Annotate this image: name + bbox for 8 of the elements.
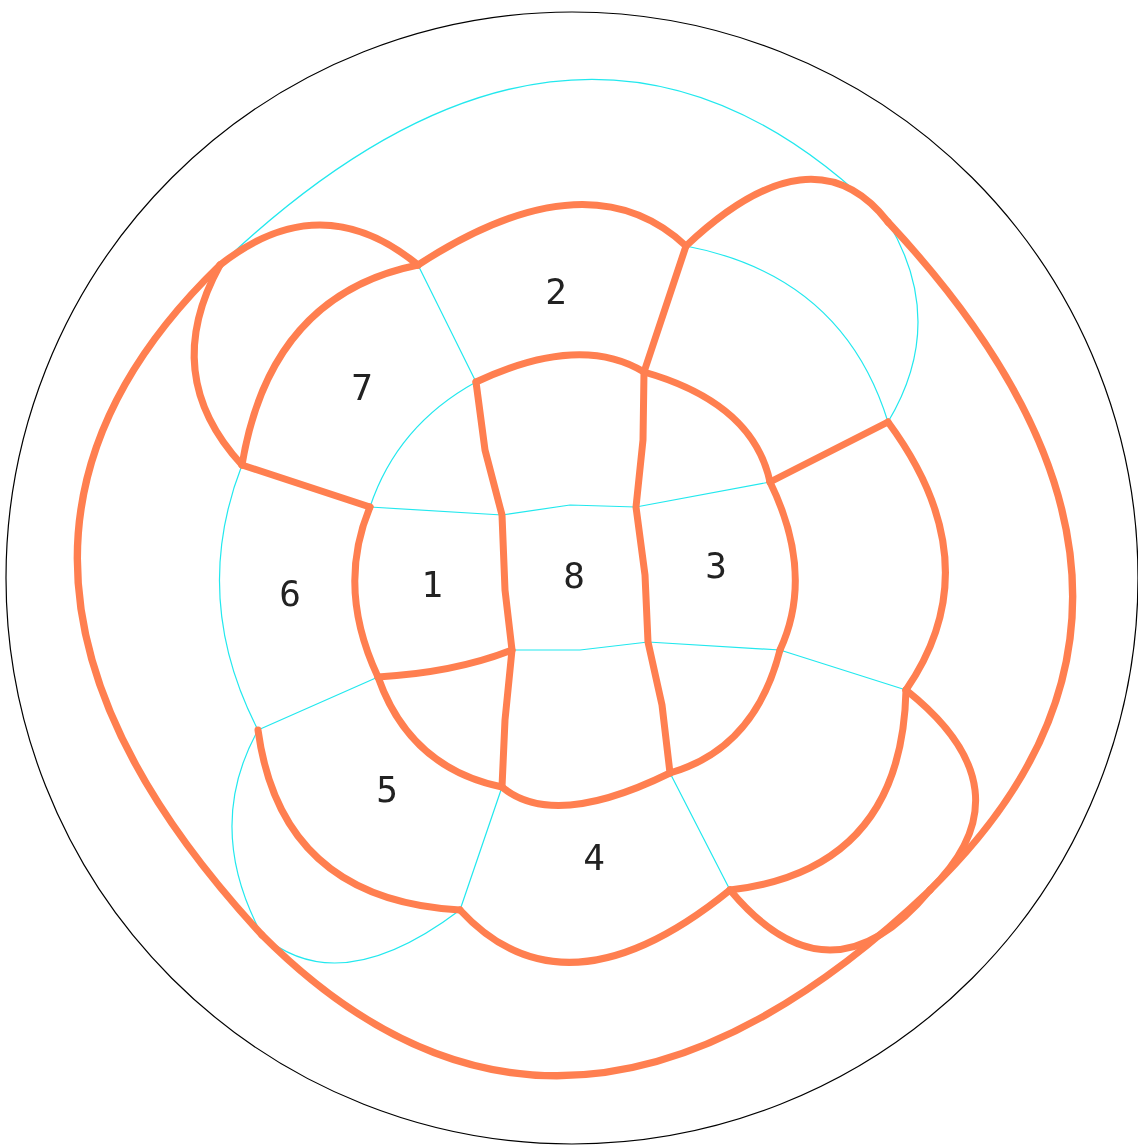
region-number: 2: [545, 272, 567, 312]
region-number: 3: [705, 546, 727, 586]
region-number: 7: [351, 368, 373, 408]
region-number: 8: [563, 556, 585, 596]
region-number: 1: [421, 565, 443, 605]
region-number: 6: [279, 574, 301, 614]
region-number: 5: [376, 770, 398, 810]
region-number: 4: [583, 838, 605, 878]
